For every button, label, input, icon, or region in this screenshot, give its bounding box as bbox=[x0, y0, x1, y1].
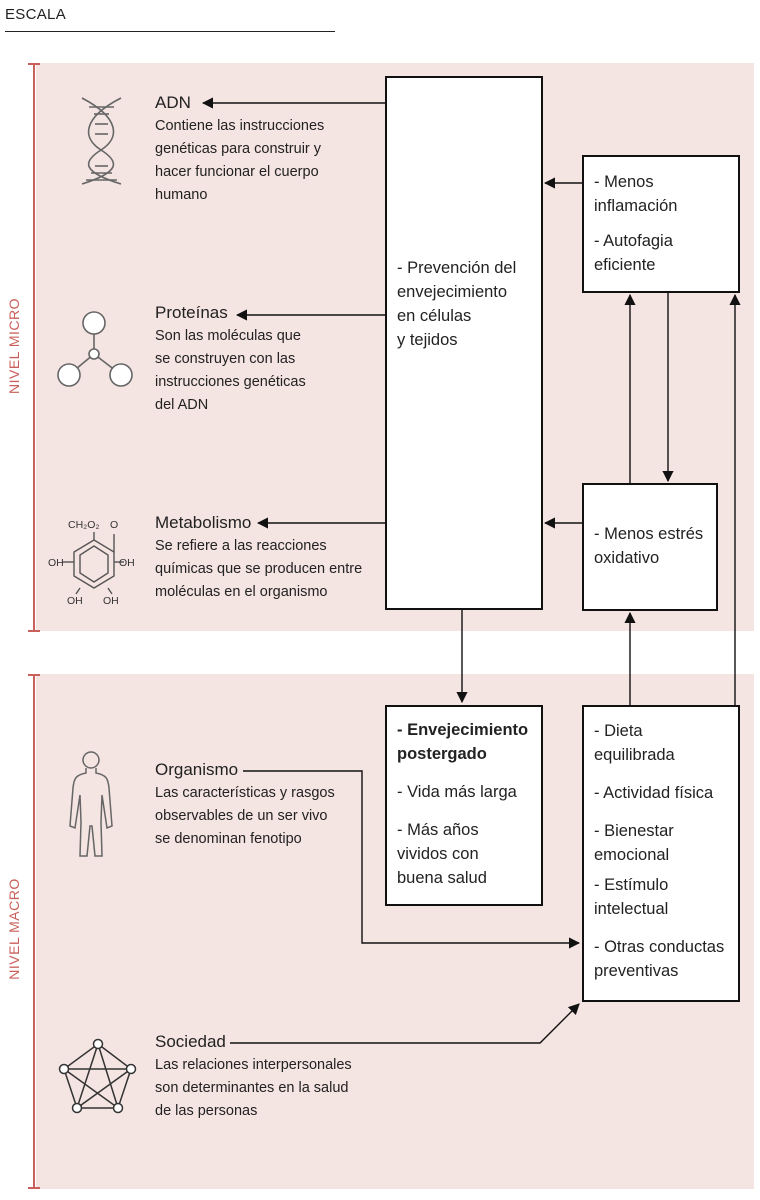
box-line: intelectual bbox=[594, 900, 669, 918]
item-proteinas-title: Proteínas bbox=[155, 303, 228, 322]
arrow-organismo-to-conductas bbox=[243, 770, 581, 949]
box-line: emocional bbox=[594, 846, 670, 864]
item-organismo-title: Organismo bbox=[155, 760, 239, 779]
desc-line: Contiene las instrucciones bbox=[155, 118, 325, 134]
item-metabolismo-desc: Se refiere a las reacciones químicas que… bbox=[155, 535, 362, 604]
scale-label: ESCALA bbox=[5, 6, 66, 23]
item-metabolismo: Metabolismo Se refiere a las reacciones … bbox=[155, 513, 362, 604]
dna-icon bbox=[81, 97, 122, 185]
desc-line: observables de un ser vivo bbox=[155, 808, 328, 824]
box-line: preventivas bbox=[594, 962, 679, 980]
glucose-label-o: O bbox=[110, 519, 118, 531]
box-line: - Más años bbox=[397, 821, 479, 839]
box-line: eficiente bbox=[594, 256, 656, 274]
desc-line: humano bbox=[155, 187, 208, 203]
item-adn-desc: Contiene las instrucciones genéticas par… bbox=[155, 115, 324, 207]
glucose-label-oh-bottom-right: OH bbox=[103, 595, 119, 607]
macro-bracket-bottom bbox=[28, 1187, 40, 1189]
box-line: - Prevención del bbox=[397, 259, 517, 277]
desc-line: del ADN bbox=[155, 397, 209, 413]
glucose-label-ch2o2: CH₂O₂ bbox=[68, 519, 100, 531]
scale-underline bbox=[5, 31, 335, 32]
desc-line: se denominan fenotipo bbox=[155, 831, 302, 847]
item-organismo-desc: Las características y rasgos observables… bbox=[155, 782, 335, 851]
box-line: - Dieta bbox=[594, 722, 643, 740]
box-line: equilibrada bbox=[594, 746, 675, 764]
item-metabolismo-title: Metabolismo bbox=[155, 513, 252, 532]
box-estres: - Menos estrés oxidativo bbox=[582, 483, 718, 611]
box-conductas: - Dieta equilibrada - Actividad física -… bbox=[582, 705, 740, 1002]
box-line: en células bbox=[397, 307, 472, 325]
desc-line: se construyen con las bbox=[155, 351, 296, 367]
box-inflamacion: - Menos inflamación - Autofagia eficient… bbox=[582, 155, 740, 293]
item-proteinas-desc: Son las moléculas que se construyen con … bbox=[155, 325, 306, 417]
desc-line: son determinantes en la salud bbox=[155, 1080, 349, 1096]
box-line: - Autofagia bbox=[594, 232, 673, 250]
desc-line: genéticas para construir y bbox=[155, 141, 322, 157]
box-line: y tejidos bbox=[397, 331, 458, 349]
item-sociedad: Sociedad Las relaciones interpersonales … bbox=[155, 1032, 352, 1123]
item-adn-title: ADN bbox=[155, 93, 191, 112]
desc-line: químicas que se producen entre bbox=[155, 561, 363, 577]
desc-line: hacer funcionar el cuerpo bbox=[155, 164, 319, 180]
box-envejecimiento: - Envejecimiento postergado - Vida más l… bbox=[385, 705, 543, 906]
micro-bracket-bottom bbox=[28, 630, 40, 632]
social-network-icon bbox=[58, 1038, 137, 1114]
box-line: buena salud bbox=[397, 869, 487, 887]
box-line: - Estímulo bbox=[594, 876, 669, 894]
macro-bracket bbox=[33, 674, 35, 1189]
arrow-sociedad-to-conductas bbox=[230, 1003, 580, 1044]
box-line: - Menos estrés bbox=[594, 525, 704, 543]
desc-line: Las características y rasgos bbox=[155, 785, 335, 801]
item-organismo: Organismo Las características y rasgos o… bbox=[155, 760, 335, 851]
box-prevencion: - Prevención del envejecimiento en célul… bbox=[385, 76, 543, 610]
desc-line: moléculas en el organismo bbox=[155, 584, 328, 600]
protein-molecule-icon bbox=[57, 311, 133, 387]
desc-line: de las personas bbox=[155, 1103, 258, 1119]
box-line: - Menos bbox=[594, 173, 654, 191]
desc-line: instrucciones genéticas bbox=[155, 374, 306, 390]
box-line: - Actividad física bbox=[594, 784, 714, 802]
box-line: vividos con bbox=[397, 845, 479, 863]
item-sociedad-desc: Las relaciones interpersonales son deter… bbox=[155, 1054, 352, 1123]
box-line: - Otras conductas bbox=[594, 938, 725, 956]
micro-bracket-top bbox=[28, 63, 40, 65]
micro-bracket bbox=[33, 63, 35, 632]
item-sociedad-title: Sociedad bbox=[155, 1032, 226, 1051]
glucose-label-oh-bottom-left: OH bbox=[67, 595, 83, 607]
box-line: postergado bbox=[397, 745, 487, 763]
item-proteinas: Proteínas Son las moléculas que se const… bbox=[155, 303, 306, 417]
box-line: - Envejecimiento bbox=[397, 721, 529, 739]
desc-line: Las relaciones interpersonales bbox=[155, 1057, 352, 1073]
box-line: oxidativo bbox=[594, 549, 660, 567]
desc-line: Se refiere a las reacciones bbox=[155, 538, 327, 554]
desc-line: Son las moléculas que bbox=[155, 328, 301, 344]
item-adn: ADN Contiene las instrucciones genéticas… bbox=[155, 93, 324, 207]
box-line: - Bienestar bbox=[594, 822, 674, 840]
glucose-label-oh-right: OH bbox=[119, 557, 135, 569]
human-body-icon bbox=[69, 751, 113, 857]
box-line: - Vida más larga bbox=[397, 783, 517, 801]
glucose-molecule-icon bbox=[62, 532, 124, 595]
box-line: envejecimiento bbox=[397, 283, 508, 301]
box-line: inflamación bbox=[594, 197, 678, 215]
glucose-label-oh-left: OH bbox=[48, 557, 64, 569]
macro-bracket-top bbox=[28, 674, 40, 676]
